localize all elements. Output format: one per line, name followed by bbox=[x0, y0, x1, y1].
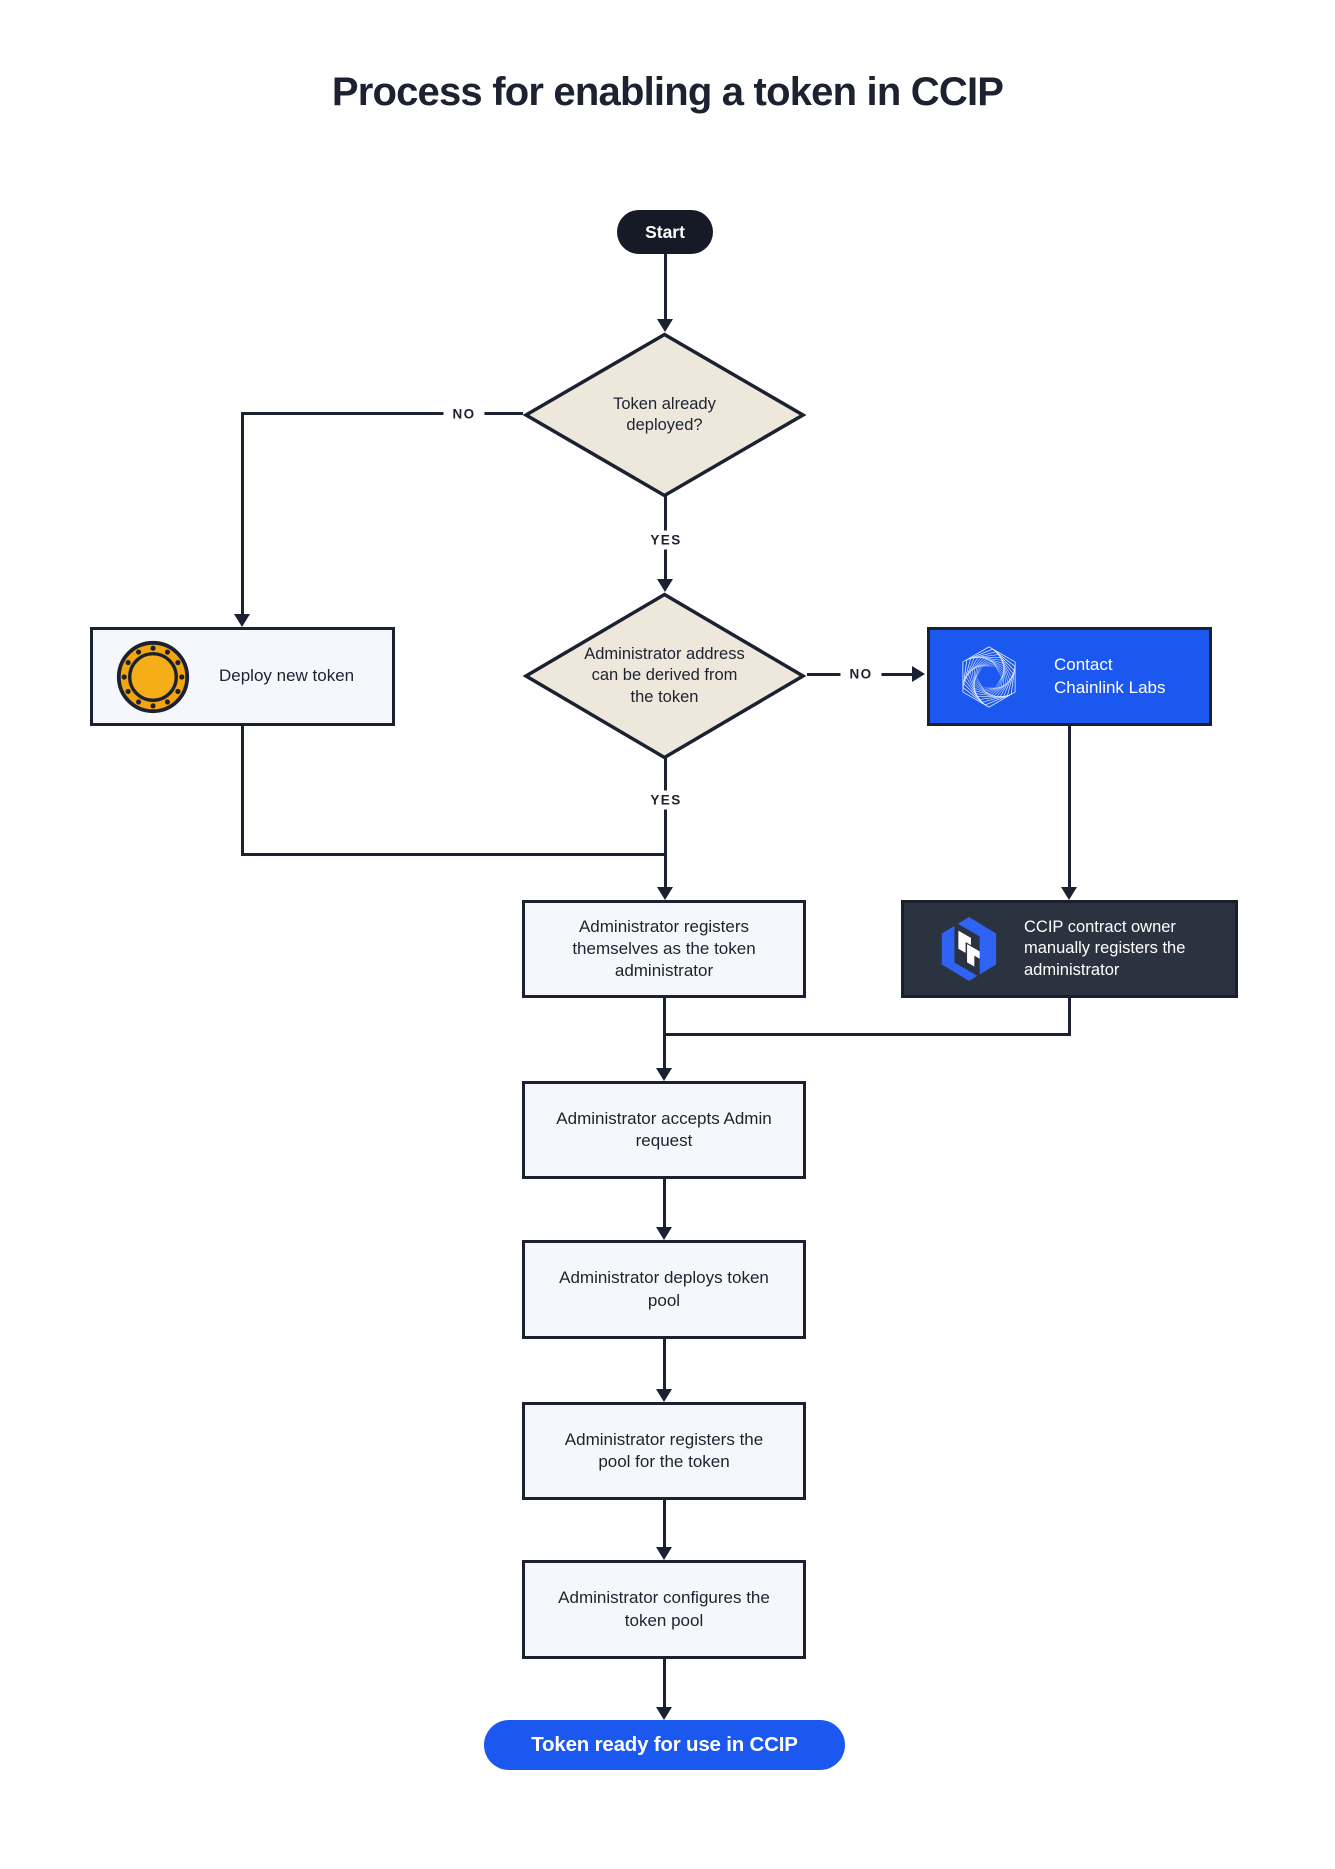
process-admin-configures-pool: Administrator configures the token pool bbox=[522, 1560, 806, 1659]
process-ccip-owner-registers: CCIP contract owner manually registers t… bbox=[901, 900, 1238, 998]
connector-line bbox=[1068, 996, 1071, 1036]
ccip-cube-icon bbox=[941, 917, 997, 981]
arrowhead-icon bbox=[234, 614, 250, 627]
diamond-shape bbox=[522, 332, 807, 498]
process-admin-registers-pool: Administrator registers the pool for the… bbox=[522, 1402, 806, 1500]
arrowhead-icon bbox=[656, 1547, 672, 1560]
connector-line bbox=[1068, 725, 1071, 888]
process-admin-deploys-pool: Administrator deploys token pool bbox=[522, 1240, 806, 1339]
arrowhead-icon bbox=[912, 666, 925, 682]
connector-line bbox=[241, 726, 244, 856]
process-admin-accepts: Administrator accepts Admin request bbox=[522, 1081, 806, 1179]
connector-line bbox=[241, 853, 667, 856]
connector-line bbox=[663, 1179, 666, 1228]
arrowhead-icon bbox=[657, 579, 673, 592]
arrowhead-icon bbox=[656, 1227, 672, 1240]
contact-chainlink-line2: Chainlink Labs bbox=[1054, 677, 1166, 697]
connector-line bbox=[664, 853, 667, 887]
decision-admin-derivable-label: Administrator address can be derived fro… bbox=[584, 645, 745, 706]
connector-line bbox=[663, 996, 666, 1068]
edge-label-yes-deployed: YES bbox=[641, 530, 691, 550]
diagram-title: Process for enabling a token in CCIP bbox=[331, 70, 1004, 114]
process-admin-deploys-pool-label: Administrator deploys token pool bbox=[559, 1268, 769, 1310]
arrowhead-icon bbox=[656, 1707, 672, 1720]
arrowhead-icon bbox=[656, 1389, 672, 1402]
connector-line bbox=[663, 1339, 666, 1389]
process-admin-registers-pool-label: Administrator registers the pool for the… bbox=[564, 1429, 764, 1471]
process-contact-chainlink-labs: Contact Chainlink Labs bbox=[927, 627, 1212, 726]
arrowhead-icon bbox=[657, 319, 673, 332]
decision-token-deployed: Token already deployed? bbox=[522, 332, 807, 498]
process-deploy-new-token: Deploy new token bbox=[90, 627, 395, 726]
end-node: Token ready for use in CCIP bbox=[484, 1720, 845, 1770]
connector-line bbox=[663, 1659, 666, 1707]
process-deploy-new-token-label: Deploy new token bbox=[219, 666, 355, 686]
chainlink-spiral-icon bbox=[962, 645, 1016, 708]
token-coin-icon bbox=[116, 640, 190, 713]
edge-label-no-deployed: NO bbox=[443, 404, 485, 424]
decision-admin-derivable: Administrator address can be derived fro… bbox=[522, 592, 807, 760]
contact-chainlink-line1: Contact bbox=[1054, 654, 1113, 674]
connector-line bbox=[664, 254, 667, 321]
arrowhead-icon bbox=[657, 887, 673, 900]
process-ccip-owner-registers-label: CCIP contract owner manually registers t… bbox=[1024, 917, 1186, 979]
decision-token-deployed-label: Token already deployed? bbox=[613, 394, 716, 434]
process-admin-configures-pool-label: Administrator configures the token pool bbox=[558, 1588, 770, 1630]
start-node: Start bbox=[617, 210, 713, 254]
process-admin-self-register-label: Administrator registers themselves as th… bbox=[572, 916, 756, 981]
edge-label-yes-derivable: YES bbox=[641, 790, 691, 810]
end-node-label: Token ready for use in CCIP bbox=[531, 1733, 798, 1756]
process-admin-accepts-label: Administrator accepts Admin request bbox=[556, 1108, 772, 1150]
arrowhead-icon bbox=[656, 1068, 672, 1081]
connector-line bbox=[241, 412, 244, 614]
connector-line bbox=[241, 412, 523, 415]
edge-label-no-derivable: NO bbox=[840, 664, 882, 684]
connector-line bbox=[663, 1500, 666, 1547]
connector-line bbox=[663, 1033, 1071, 1036]
process-admin-self-register: Administrator registers themselves as th… bbox=[522, 900, 806, 998]
start-node-label: Start bbox=[645, 221, 685, 242]
arrowhead-icon bbox=[1061, 887, 1077, 900]
